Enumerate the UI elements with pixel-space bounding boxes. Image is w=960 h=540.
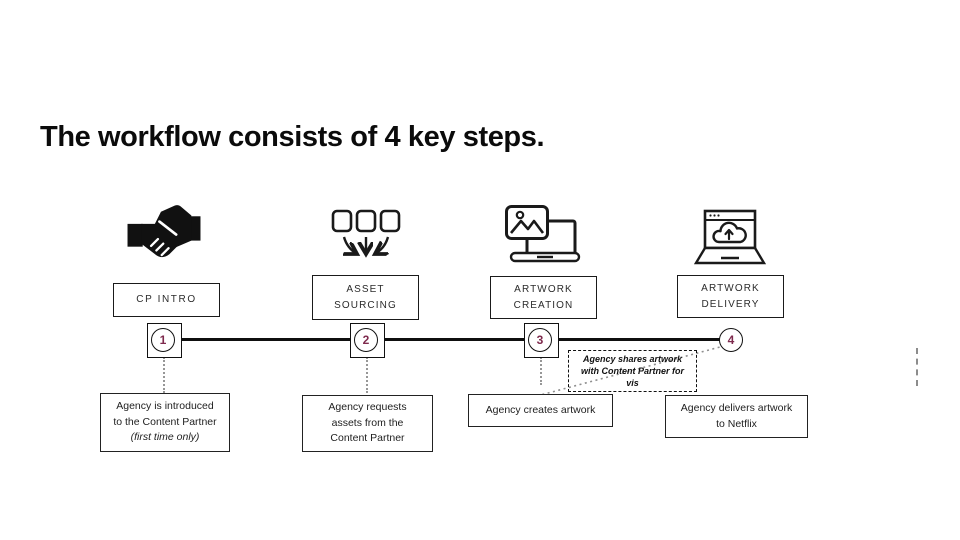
timeline-line xyxy=(176,338,722,341)
annotation-line: with Content Partner for xyxy=(581,365,684,376)
step-number: 2 xyxy=(362,333,370,347)
dotted-connector xyxy=(366,357,368,393)
step-number-circle: 4 xyxy=(719,328,743,352)
annotation-note: Agency shares artwork with Content Partn… xyxy=(568,350,697,392)
desc-line: assets from the xyxy=(331,416,404,429)
step-number: 3 xyxy=(536,333,544,347)
desc-line: Agency requests xyxy=(328,400,407,413)
desc-line: Agency delivers artwork xyxy=(680,401,793,414)
asset-sourcing-icon xyxy=(331,209,401,259)
handshake-icon xyxy=(126,202,202,264)
annotation-line: vis xyxy=(626,378,639,389)
step-label-text: CREATION xyxy=(513,299,574,311)
step-description-4: Agency delivers artwork to Netflix xyxy=(665,395,808,438)
desc-line-italic: (first time only) xyxy=(130,431,200,444)
step-description-2: Agency requests assets from the Content … xyxy=(302,395,433,452)
step-label-text: ARTWORK xyxy=(701,283,760,294)
step-label-artwork-delivery: ARTWORK DELIVERY xyxy=(677,275,784,318)
page-title: The workflow consists of 4 key steps. xyxy=(40,121,545,153)
desc-line: Content Partner xyxy=(330,432,405,445)
step-number-circle: 2 xyxy=(354,328,378,352)
step-label-text: DELIVERY xyxy=(701,298,760,310)
step-label-asset-sourcing: ASSET SOURCING xyxy=(312,275,419,320)
dotted-connector xyxy=(540,357,542,385)
annotation-line: Agency shares artwork xyxy=(582,353,683,364)
desc-line: to Netflix xyxy=(716,417,757,430)
step-number-circle: 1 xyxy=(151,328,175,352)
step-label-text: ARTWORK xyxy=(514,284,573,295)
step-label-text: CP INTRO xyxy=(136,294,197,306)
desc-line: Agency creates artwork xyxy=(485,403,596,416)
step-label-text: ASSET xyxy=(346,284,385,295)
desc-line: to the Content Partner xyxy=(113,415,217,428)
step-number: 4 xyxy=(727,333,735,347)
edge-dashed-mark xyxy=(916,348,918,386)
step-label-text: SOURCING xyxy=(334,299,397,311)
artwork-creation-icon xyxy=(505,205,585,267)
step-description-1: Agency is introduced to the Content Part… xyxy=(100,393,230,452)
dotted-connector xyxy=(163,357,165,393)
artwork-delivery-icon xyxy=(691,209,769,269)
step-label-cp-intro: CP INTRO xyxy=(113,283,220,317)
step-number-circle: 3 xyxy=(528,328,552,352)
step-description-3: Agency creates artwork xyxy=(468,394,613,427)
step-label-artwork-creation: ARTWORK CREATION xyxy=(490,276,597,319)
step-number: 1 xyxy=(159,333,167,347)
desc-line: Agency is introduced xyxy=(116,399,214,412)
